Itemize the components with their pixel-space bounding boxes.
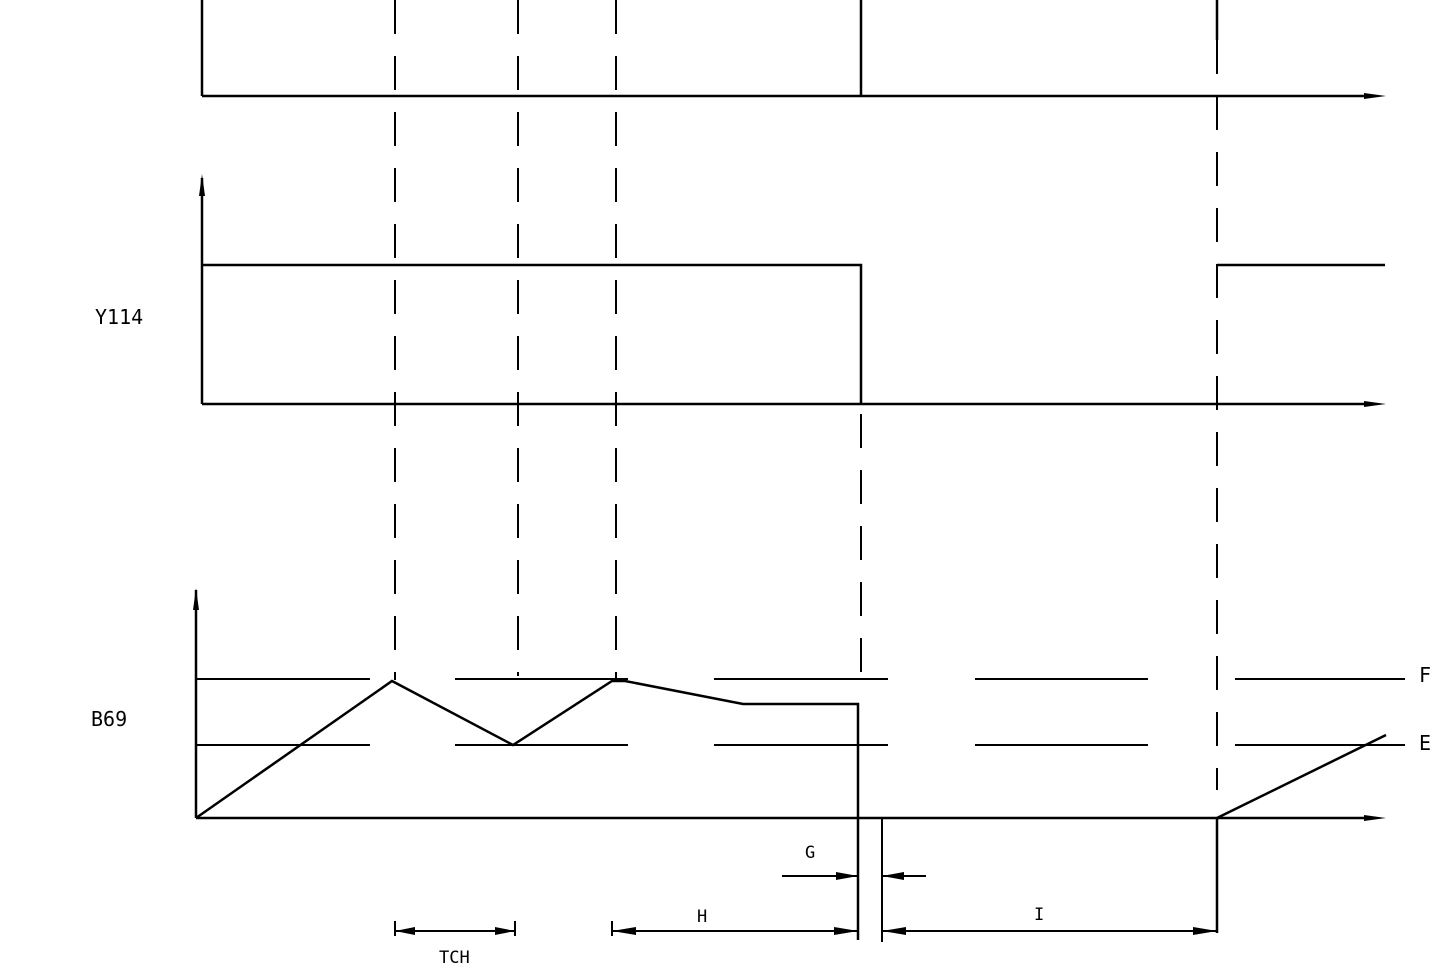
dimension-h-label: H (697, 907, 707, 927)
dimension-g: G (782, 818, 926, 942)
signal-y114-trace: Y114 (95, 174, 1386, 407)
signal-y114-label: Y114 (95, 305, 143, 329)
signal-b69-x-arrow (1364, 815, 1386, 821)
signal-y114-x-arrow (1364, 401, 1386, 407)
dimension-h: H (611, 907, 858, 936)
signal-1-trace (200, 0, 1386, 99)
signal-b69-waveform (195, 679, 860, 940)
signal-b69-ramp (1216, 733, 1387, 820)
signal-y114-y-arrow (199, 174, 205, 196)
threshold-e-label: E (1419, 731, 1431, 755)
dimension-tch-label: TCH (439, 948, 470, 967)
signal-1-x-arrow (1364, 93, 1386, 99)
signal-y114-high-segment (202, 263, 863, 404)
dimension-tch: TCH (394, 921, 516, 967)
signal-b69-label: B69 (91, 707, 127, 731)
signal-b69-trace: B69 F E (91, 588, 1431, 940)
dimension-g-label: G (805, 843, 815, 863)
dimension-i-label: I (1034, 905, 1044, 925)
dimension-i: I (882, 818, 1219, 935)
sync-dashed-lines (394, 0, 1218, 790)
signal-b69-y-arrow (193, 588, 199, 610)
threshold-f-label: F (1419, 663, 1431, 687)
